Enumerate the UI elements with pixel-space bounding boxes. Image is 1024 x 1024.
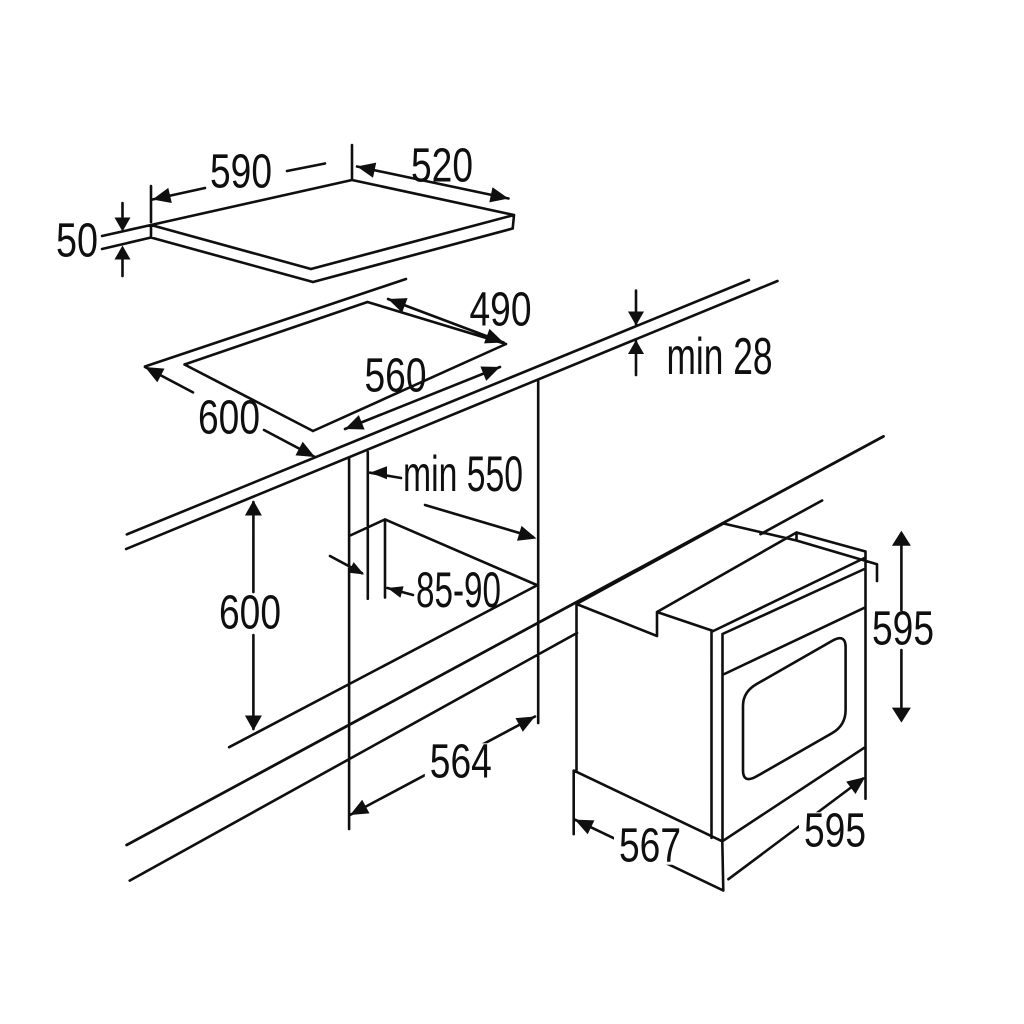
svg-text:564: 564	[430, 736, 492, 789]
svg-text:600: 600	[198, 392, 260, 445]
svg-text:min 28: min 28	[667, 328, 773, 386]
svg-text:490: 490	[470, 284, 532, 337]
svg-text:567: 567	[619, 820, 681, 873]
svg-text:595: 595	[804, 805, 866, 858]
svg-text:min 550: min 550	[403, 446, 523, 502]
svg-text:560: 560	[365, 350, 427, 403]
svg-text:50: 50	[56, 215, 98, 268]
svg-text:600: 600	[219, 587, 281, 640]
svg-text:520: 520	[411, 140, 473, 193]
svg-text:85-90: 85-90	[416, 562, 501, 618]
svg-text:590: 590	[210, 146, 272, 199]
svg-text:595: 595	[872, 603, 934, 656]
